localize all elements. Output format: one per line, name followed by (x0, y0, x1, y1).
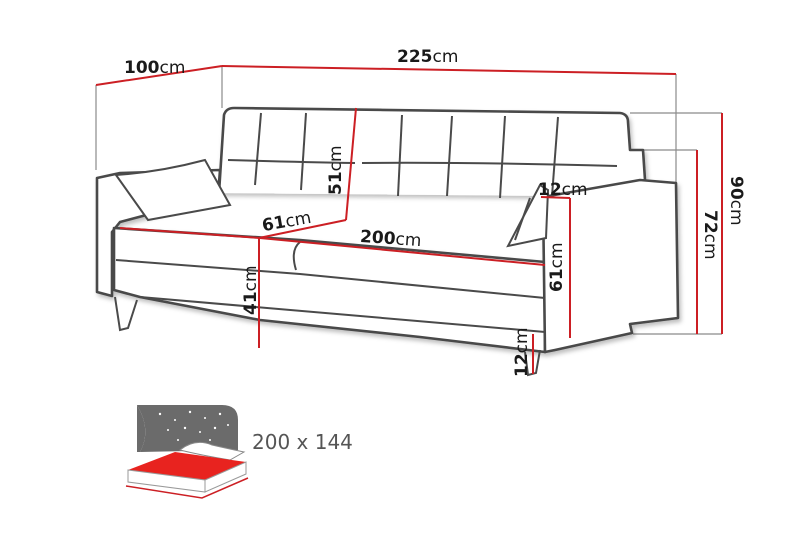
arm-height-total-label: 72cm (700, 210, 720, 260)
total-height-label: 90cm (726, 176, 746, 226)
bed-night-icon (125, 405, 249, 499)
seat-width-label: 200cm (359, 226, 423, 252)
dimension-lines (95, 65, 723, 374)
sofa-details (114, 112, 618, 377)
extension-lines (95, 66, 722, 335)
backrest-height-label: 51cm (326, 145, 346, 195)
seat-height-label: 41cm (241, 265, 261, 315)
arm-height-label: 61cm (547, 242, 567, 292)
width-label: 225cm (397, 47, 459, 67)
arm-width-label: 12cm (538, 180, 588, 200)
sleeping-area-label: 200 x 144 (252, 430, 353, 454)
depth-label: 100cm (124, 58, 186, 78)
sofa-outline (95, 106, 680, 354)
leg-height-label: 12cm (512, 327, 532, 377)
